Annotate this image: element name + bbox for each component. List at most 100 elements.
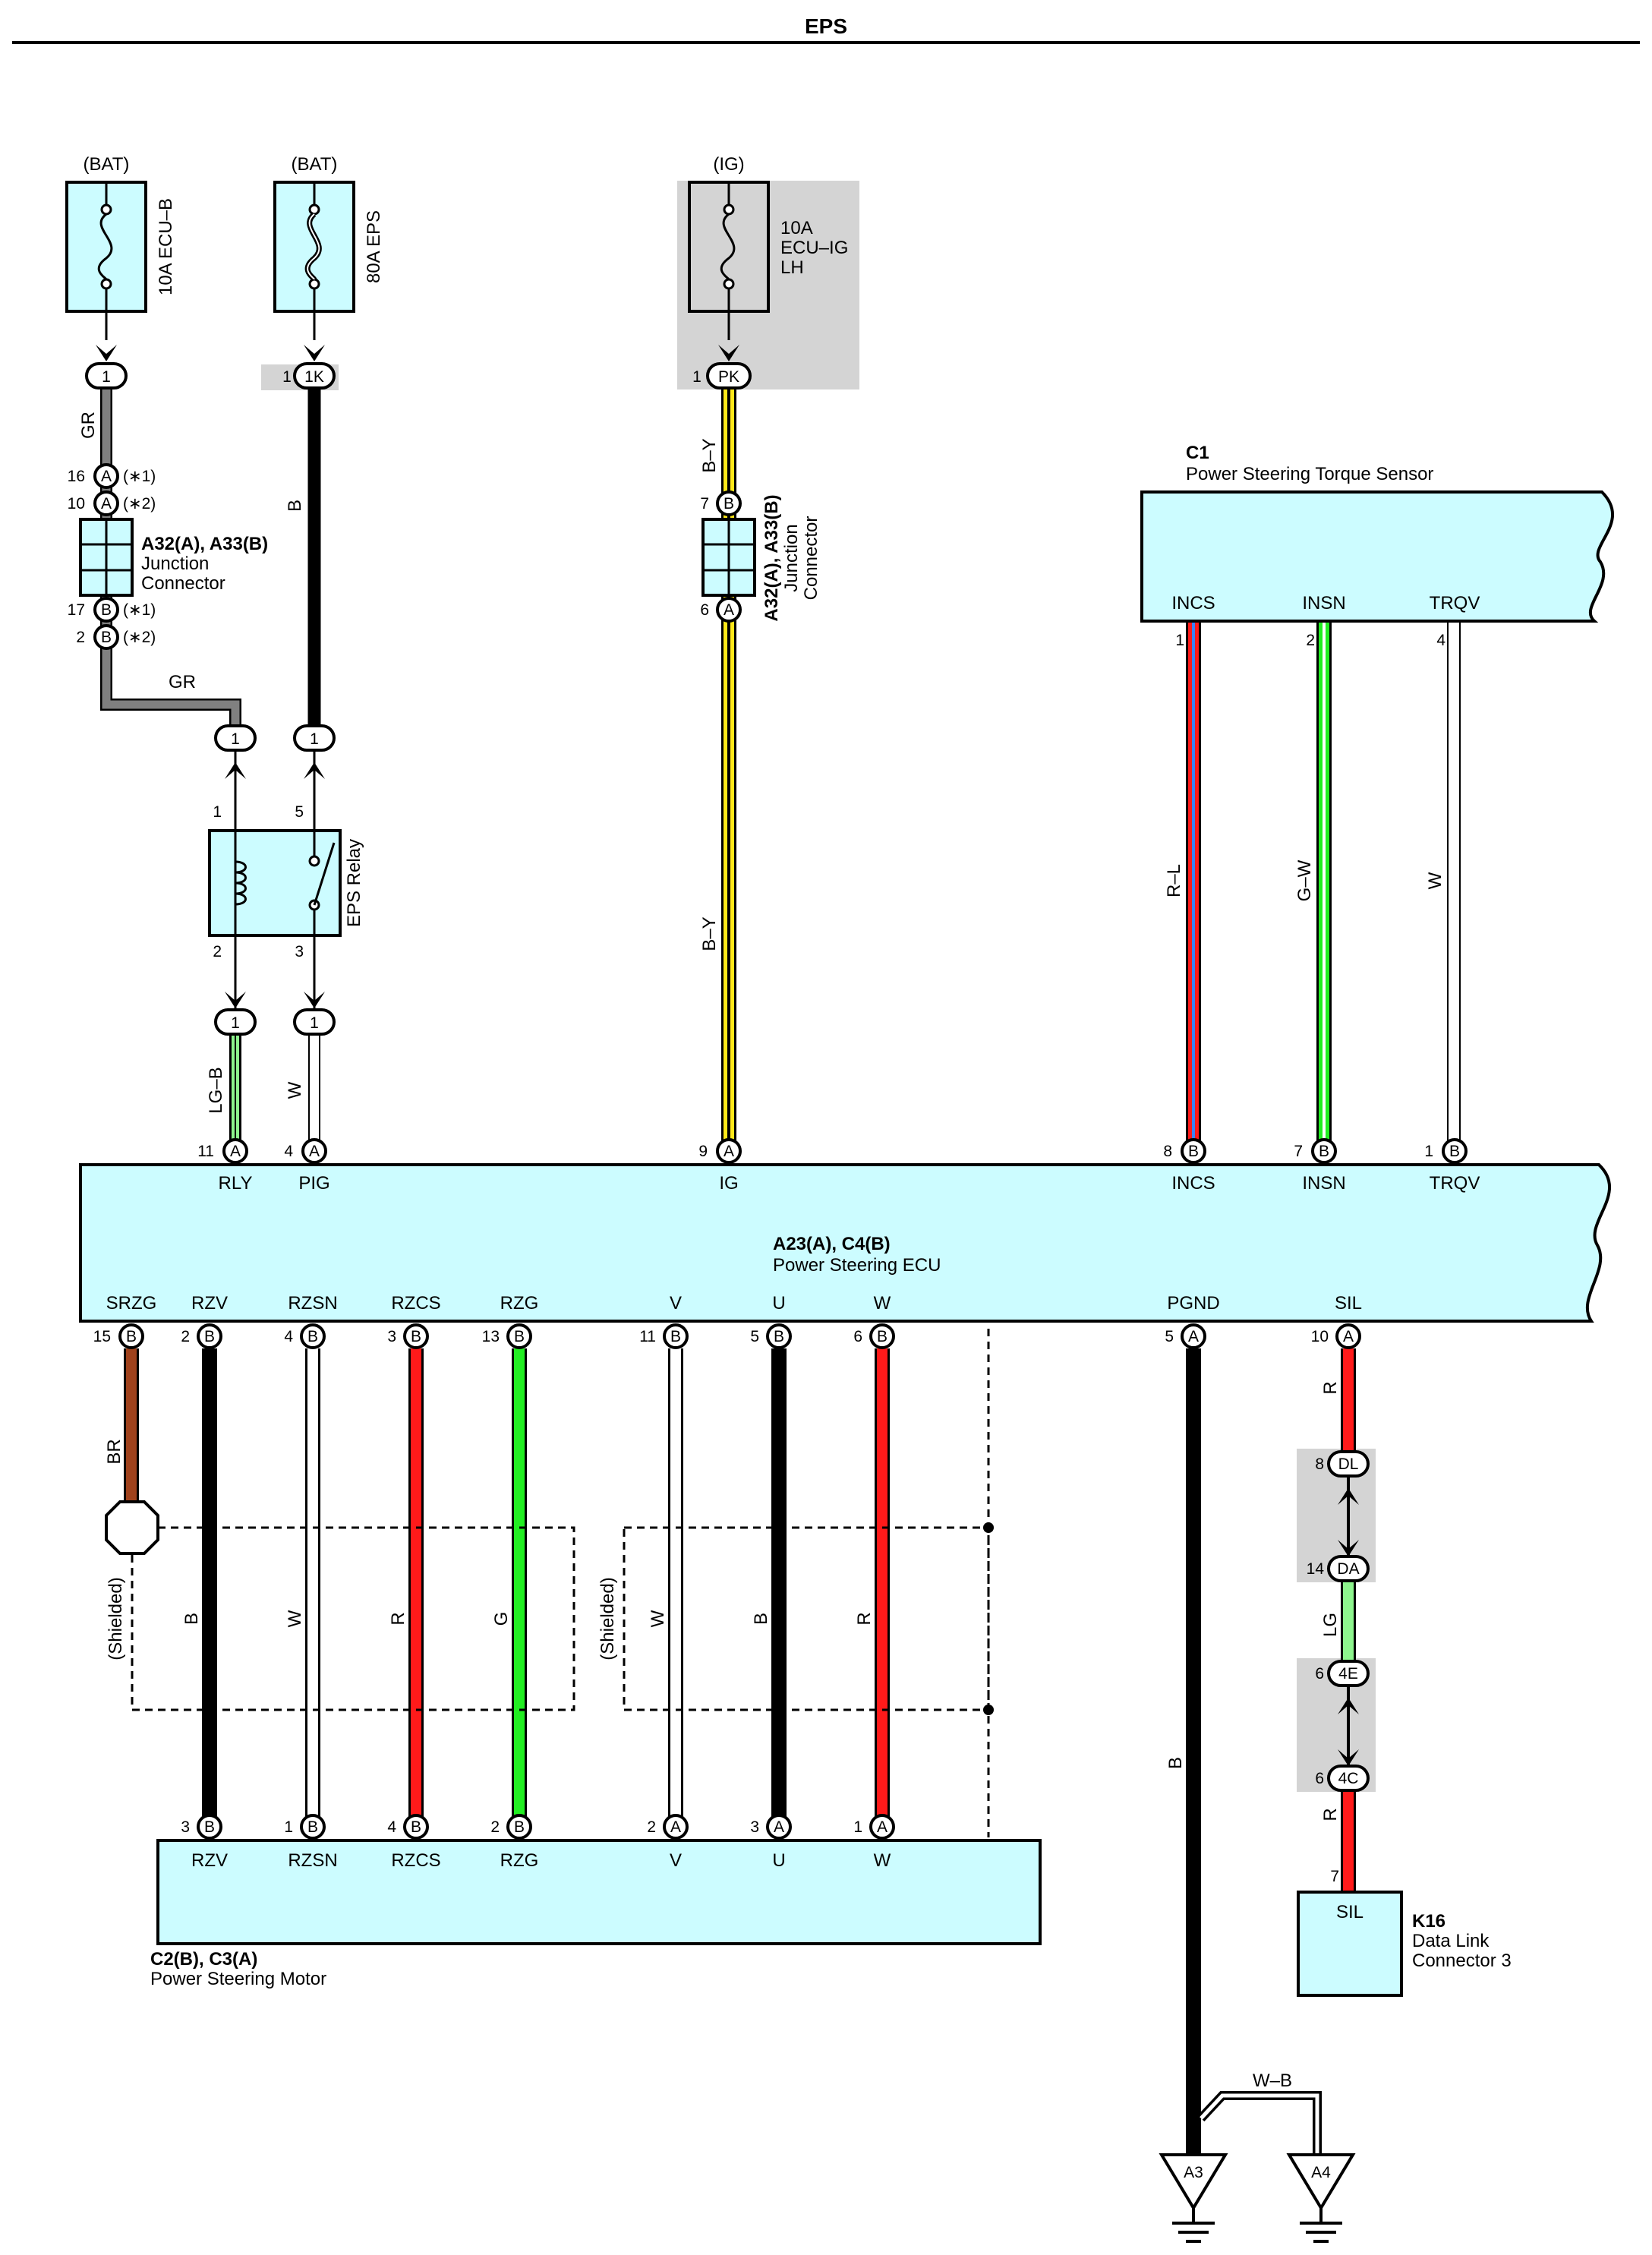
connector-da (1327, 1555, 1370, 1582)
wire-label: B (1165, 1757, 1186, 1769)
ecu-pin-b (1442, 1138, 1468, 1164)
wire-label: B–Y (699, 916, 720, 951)
fuse-ecub-name: 10A ECU–B (156, 198, 176, 295)
ecu-pin-b (197, 1323, 222, 1349)
svg-text:3: 3 (181, 1818, 190, 1836)
wire-label: W (285, 1610, 305, 1627)
svg-text:2: 2 (181, 1328, 190, 1345)
dlc-name: Data Link (1412, 1931, 1490, 1951)
ecu-pin-label: PGND (1167, 1293, 1219, 1314)
wire-r-sil-top (1341, 1348, 1356, 1452)
wire-label: LG–B (206, 1067, 226, 1113)
svg-text:(∗2): (∗2) (123, 629, 156, 646)
svg-text:7: 7 (1330, 1868, 1339, 1885)
connector-1 (293, 724, 336, 752)
motor-pin-label: RZG (500, 1850, 539, 1871)
svg-text:5: 5 (295, 803, 304, 821)
svg-text:13: 13 (482, 1328, 500, 1345)
dlc-box (1297, 1891, 1403, 1997)
svg-text:6: 6 (1315, 1665, 1324, 1683)
motor-pin-b (403, 1814, 429, 1840)
wire-br-srzg (124, 1348, 139, 1508)
torque-sensor-code: C1 (1186, 443, 1209, 463)
relay-coil-icon (234, 831, 247, 935)
shielded-label: (Shielded) (597, 1577, 618, 1660)
junction-mid-code: A32(A), A33(B) (761, 494, 782, 621)
svg-text:11: 11 (639, 1328, 656, 1345)
svg-text:3: 3 (750, 1818, 759, 1836)
svg-text:B: B (877, 1328, 887, 1345)
svg-text:2: 2 (490, 1818, 500, 1836)
motor-pin-b (197, 1814, 222, 1840)
svg-text:B: B (514, 1818, 525, 1836)
svg-text:5: 5 (1165, 1328, 1174, 1345)
svg-text:3: 3 (387, 1328, 396, 1345)
connector-4c (1327, 1765, 1370, 1792)
relay-switch-icon (308, 831, 336, 935)
svg-text:15: 15 (93, 1328, 111, 1345)
wire-label: R (1320, 1808, 1341, 1821)
wire-label: B (285, 500, 305, 512)
svg-text:A: A (724, 601, 734, 619)
ecu-pin-label: IG (719, 1173, 738, 1194)
svg-text:Connector 3: Connector 3 (1412, 1951, 1512, 1971)
wire-g-w (1316, 621, 1332, 1146)
junction-left-name: Junction (141, 554, 209, 574)
wire-label: R (1320, 1381, 1341, 1394)
ecu-pin-label: RZV (191, 1293, 228, 1314)
junction-mid-pin-b (716, 490, 742, 516)
ecu-pin-label: RLY (219, 1173, 253, 1194)
svg-text:10: 10 (68, 495, 85, 512)
motor-box (156, 1839, 1042, 1945)
svg-text:8: 8 (1315, 1456, 1324, 1473)
junction-mid-name: Junction (781, 524, 802, 591)
arrow-down-icon (96, 345, 117, 361)
ecu-pin-label: INCS (1171, 1173, 1215, 1194)
ecu-name: Power Steering ECU (773, 1255, 941, 1276)
svg-text:11: 11 (197, 1143, 214, 1160)
svg-text:B: B (204, 1328, 215, 1345)
fuse-ecuig-name: ECU–IG (780, 238, 848, 258)
svg-text:B: B (1188, 1143, 1199, 1160)
svg-text:3: 3 (295, 943, 304, 960)
svg-text:1: 1 (853, 1818, 862, 1836)
junction-left-code: A32(A), A33(B) (141, 534, 268, 554)
svg-text:A: A (670, 1818, 681, 1836)
relay-box (208, 829, 342, 937)
svg-text:4: 4 (387, 1818, 396, 1836)
ecu-pin-b (403, 1323, 429, 1349)
svg-text:2: 2 (76, 629, 85, 646)
wire-label: B (751, 1613, 771, 1625)
ecu-pin-b (118, 1323, 144, 1349)
wire-label: W (285, 1081, 305, 1099)
wire-b-u (771, 1348, 787, 1819)
svg-text:8: 8 (1163, 1143, 1172, 1160)
ecu-pin-a (1181, 1323, 1206, 1349)
motor-pin-a (869, 1814, 895, 1840)
motor-pin-label: RZV (191, 1850, 228, 1871)
ground-a3: A3 (1159, 2153, 1228, 2243)
svg-text:7: 7 (700, 495, 709, 512)
wire-w-pig (308, 1034, 320, 1148)
ecu-pin-label: RZSN (288, 1293, 337, 1314)
motor-pin-b (506, 1814, 532, 1840)
svg-text:B: B (307, 1818, 318, 1836)
svg-text:A: A (101, 468, 112, 485)
wire-label: R (854, 1612, 875, 1625)
connector-dl (1327, 1450, 1370, 1478)
svg-text:6: 6 (700, 601, 709, 619)
ecu-pin-b (766, 1323, 792, 1349)
motor-pin-label: U (772, 1850, 785, 1871)
fuse-eps-symbol (304, 182, 322, 311)
svg-text:1: 1 (231, 1014, 240, 1032)
svg-text:(∗1): (∗1) (123, 601, 156, 619)
ecu-pin-label: RZG (500, 1293, 539, 1314)
fuse-ecub-source: (BAT) (84, 154, 130, 175)
shield-junction-dot (983, 1705, 994, 1715)
svg-text:A: A (230, 1143, 241, 1160)
ecu-pin-label: W (874, 1293, 891, 1314)
svg-text:A: A (724, 1143, 734, 1160)
motor-pin-label: RZSN (288, 1850, 337, 1871)
svg-text:B: B (307, 1328, 318, 1345)
